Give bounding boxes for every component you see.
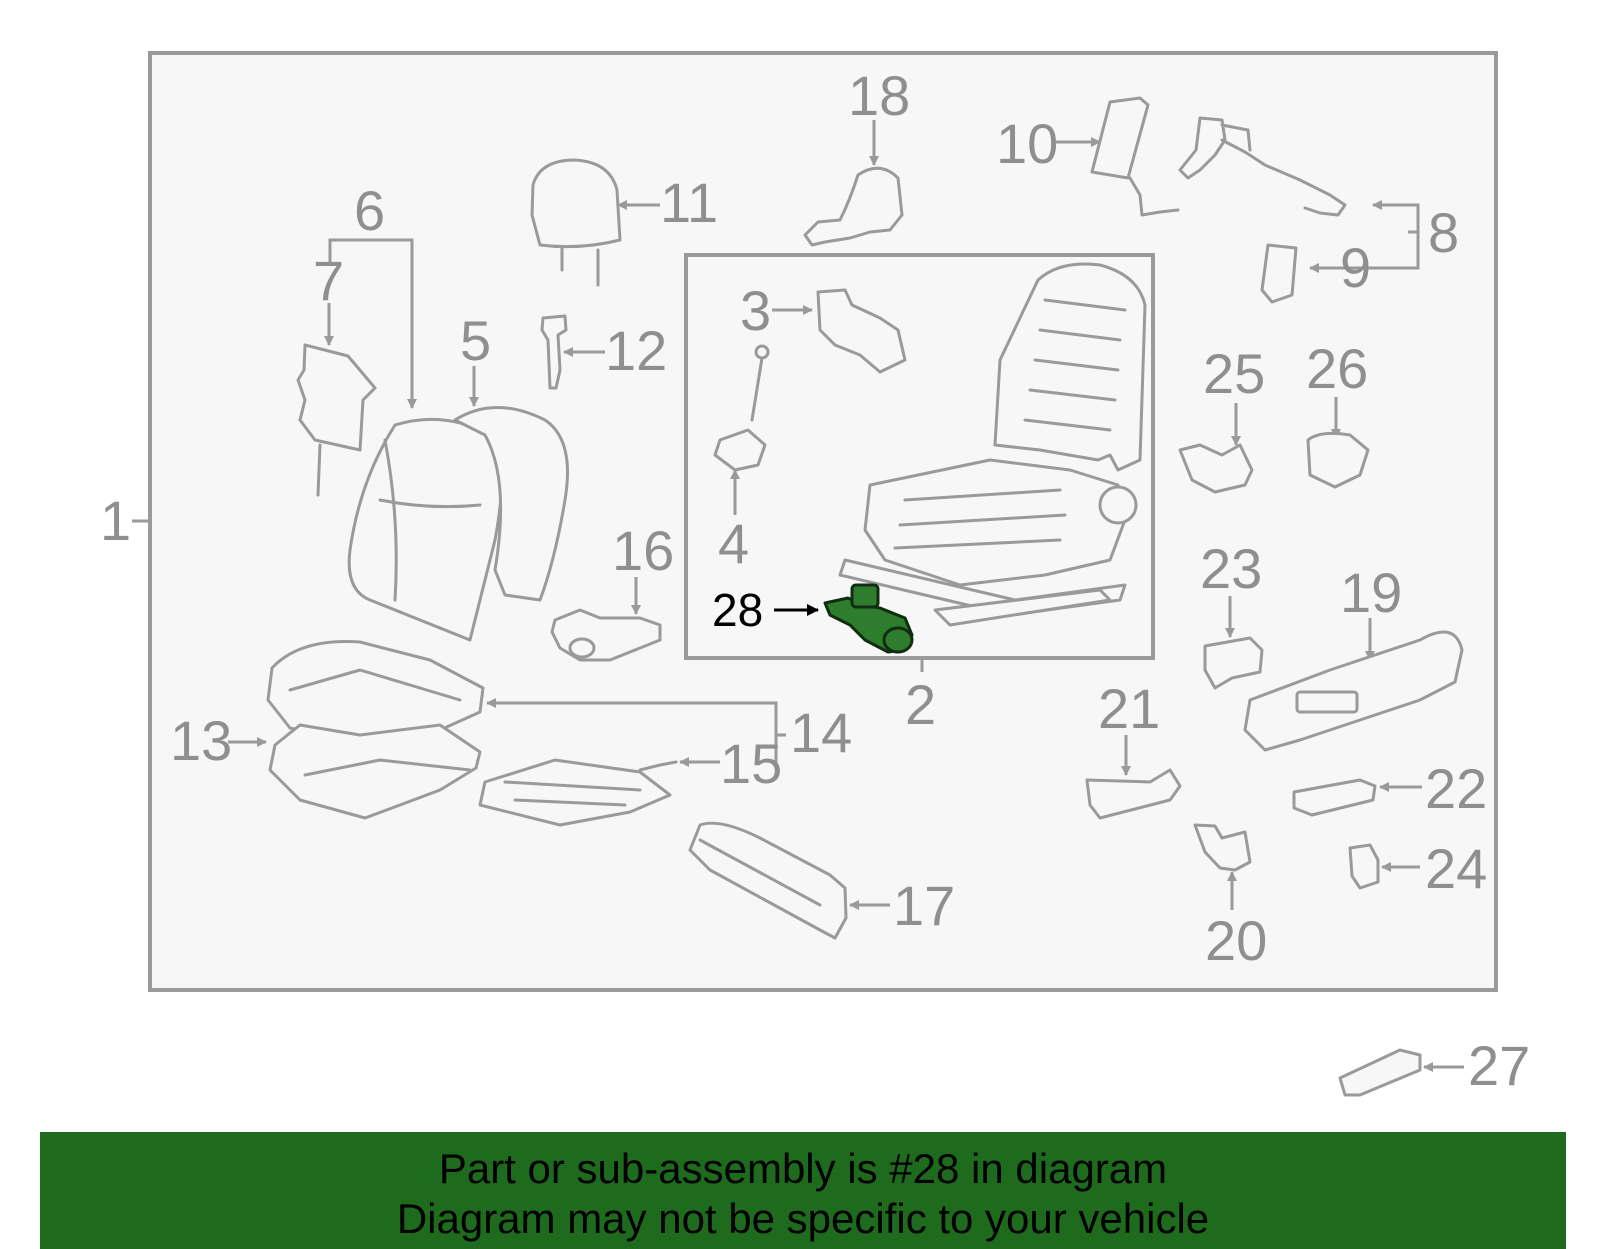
info-banner: Part or sub-assembly is #28 in diagram D… xyxy=(40,1132,1566,1249)
banner-line-2: Diagram may not be specific to your vehi… xyxy=(396,1195,1210,1242)
callout-group-23: 23 xyxy=(1200,537,1262,638)
part-25-cover[interactable] xyxy=(1178,443,1254,494)
callout-group-5: 5 xyxy=(460,309,491,407)
part-23-switch[interactable] xyxy=(1203,636,1264,690)
part-16-cover[interactable] xyxy=(550,608,662,662)
callout-25[interactable]: 25 xyxy=(1203,342,1265,405)
callout-5[interactable]: 5 xyxy=(460,309,491,372)
callout-22[interactable]: 22 xyxy=(1425,757,1487,820)
part-22-switch-knob[interactable] xyxy=(1292,778,1377,817)
callout-group-1: 1 xyxy=(100,489,150,552)
callout-23[interactable]: 23 xyxy=(1200,537,1262,600)
part-3-recliner[interactable] xyxy=(816,288,907,374)
callout-group-25: 25 xyxy=(1203,342,1265,446)
callout-7[interactable]: 7 xyxy=(313,249,344,312)
callout-group-10: 10 xyxy=(996,112,1101,175)
callout-16[interactable]: 16 xyxy=(612,519,674,582)
callout-24[interactable]: 24 xyxy=(1425,837,1487,900)
callout-8[interactable]: 8 xyxy=(1428,201,1459,264)
callout-11[interactable]: 11 xyxy=(660,171,718,234)
part-28-seat-motor[interactable] xyxy=(823,583,914,654)
sub-assembly-frame xyxy=(684,253,1155,660)
callout-group-21: 21 xyxy=(1098,677,1160,776)
part-24-knob[interactable] xyxy=(1348,843,1380,890)
callout-19[interactable]: 19 xyxy=(1340,561,1402,624)
callout-18[interactable]: 18 xyxy=(848,64,910,127)
part-26-cover[interactable] xyxy=(1306,431,1370,489)
part-6-backrest-cover[interactable] xyxy=(347,417,503,642)
callout-group-12: 12 xyxy=(563,319,667,382)
callout-group-27: 27 xyxy=(1423,1034,1530,1097)
callout-group-17: 17 xyxy=(849,874,955,937)
part-17-side-shield[interactable] xyxy=(688,821,848,940)
callout-28[interactable]: 28 xyxy=(712,584,763,636)
part-4-lumbar-cable[interactable] xyxy=(713,344,770,472)
callout-group-16: 16 xyxy=(612,519,674,615)
callout-group-4: 4 xyxy=(718,469,749,575)
callout-26[interactable]: 26 xyxy=(1306,337,1368,400)
callout-group-11: 11 xyxy=(617,171,718,234)
part-11-headrest[interactable] xyxy=(530,158,622,287)
part-13-cushion-pad[interactable] xyxy=(268,723,482,820)
callout-2[interactable]: 2 xyxy=(905,673,936,736)
callout-group-22: 22 xyxy=(1379,757,1487,820)
callout-group-19: 19 xyxy=(1340,561,1402,661)
callout-1[interactable]: 1 xyxy=(100,489,131,552)
callout-15[interactable]: 15 xyxy=(720,732,782,795)
part-7-heater-pad[interactable] xyxy=(296,343,377,497)
callout-4[interactable]: 4 xyxy=(718,512,749,575)
part-19-side-cover[interactable] xyxy=(1243,630,1464,752)
part-18-bracket[interactable] xyxy=(803,166,904,247)
callout-group-20: 20 xyxy=(1205,871,1267,972)
callout-3[interactable]: 3 xyxy=(740,279,771,342)
callout-group-28: 28 xyxy=(712,584,819,636)
part-15-heater-element[interactable] xyxy=(478,758,678,827)
part-9-connector[interactable] xyxy=(1260,243,1298,304)
part-10-side-airbag[interactable] xyxy=(1090,96,1180,217)
part-21-bracket[interactable] xyxy=(1085,768,1182,820)
callout-12[interactable]: 12 xyxy=(605,319,667,382)
callout-13[interactable]: 13 xyxy=(170,709,232,772)
callout-group-9: 9 xyxy=(1340,236,1371,299)
callout-10[interactable]: 10 xyxy=(996,112,1058,175)
callout-group-7: 7 xyxy=(313,249,344,346)
callout-group-24: 24 xyxy=(1381,837,1487,900)
callout-group-6: 6 xyxy=(328,179,417,409)
callout-group-15: 15 xyxy=(679,732,782,795)
callout-group-13: 13 xyxy=(170,709,267,772)
callout-20[interactable]: 20 xyxy=(1205,909,1267,972)
part-12-headrest-guide[interactable] xyxy=(540,314,568,390)
part-27-clip[interactable] xyxy=(1338,1048,1422,1097)
part-5-backrest-pad[interactable] xyxy=(453,406,569,602)
callout-27[interactable]: 27 xyxy=(1468,1034,1530,1097)
callout-6[interactable]: 6 xyxy=(354,179,385,242)
part-20-bracket[interactable] xyxy=(1193,823,1252,872)
callout-group-14: 14 xyxy=(486,698,852,764)
banner-line-1: Part or sub-assembly is #28 in diagram xyxy=(438,1145,1168,1192)
callout-17[interactable]: 17 xyxy=(893,874,955,937)
callout-9[interactable]: 9 xyxy=(1340,236,1371,299)
callout-14[interactable]: 14 xyxy=(790,701,852,764)
callout-group-18: 18 xyxy=(848,64,910,166)
assembly-frame xyxy=(148,51,1498,992)
callout-group-2: 2 xyxy=(905,658,936,736)
callout-group-3: 3 xyxy=(740,279,813,342)
callout-group-26: 26 xyxy=(1306,337,1368,439)
callout-group-8: 8 xyxy=(1309,200,1459,273)
part-2-seat-frame[interactable] xyxy=(838,262,1147,627)
part-8-wire-harness[interactable] xyxy=(1178,116,1347,217)
callout-21[interactable]: 21 xyxy=(1098,677,1160,740)
